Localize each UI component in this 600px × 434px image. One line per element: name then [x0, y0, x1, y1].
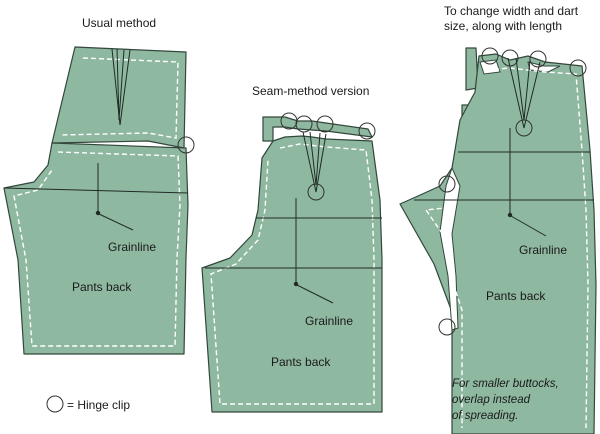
usual-method-title: Usual method	[82, 16, 156, 30]
legend-label: = Hinge clip	[67, 398, 130, 412]
seam-leg-piece	[201, 135, 383, 413]
usual-hinge-clip	[177, 136, 195, 154]
seam-hinge-clip-3	[316, 115, 334, 133]
note: For smaller buttocks, overlap instead of…	[452, 378, 559, 422]
usual-grainline-label: Grainline	[108, 240, 156, 254]
change-hinge-clip-7	[438, 318, 456, 336]
change-hinge-clip-2	[501, 49, 519, 67]
usual-dart	[111, 48, 131, 126]
usual-hip-line	[3, 187, 189, 194]
change-pants-back-label: Pants back	[486, 289, 546, 303]
note-line-1: For smaller buttocks,	[452, 378, 559, 390]
change-hinge-clip-4	[569, 59, 587, 77]
change-dart	[507, 57, 541, 129]
change-hinge-clip-1	[481, 47, 499, 65]
seam-dart	[302, 131, 327, 193]
change-hinge-clip-3	[529, 50, 547, 68]
change-title-line1: To change width and dart	[444, 4, 579, 18]
change-hinge-clip-6	[438, 175, 456, 193]
seam-grainline-label: Grainline	[305, 314, 353, 328]
usual-leg-piece	[3, 142, 189, 355]
change-upper-piece	[399, 53, 597, 434]
seam-waist-piece	[262, 116, 373, 142]
seam-method-title: Seam-method version	[252, 84, 369, 98]
legend: = Hinge clip	[46, 395, 130, 413]
usual-upper-piece	[51, 46, 187, 149]
seam-pants-back-label: Pants back	[271, 355, 331, 369]
seam-hinge-clip-5	[307, 183, 325, 201]
change-title-line2: size, along with length	[444, 19, 562, 33]
note-line-2: overlap instead	[452, 394, 531, 406]
usual-pants-back-label: Pants back	[72, 280, 132, 294]
seam-hinge-clip-4	[358, 122, 376, 140]
change-grainline-label: Grainline	[519, 243, 567, 257]
seam-method-panel: Seam-method version Grainline Pants back	[201, 84, 383, 413]
seam-hinge-clip-2	[295, 115, 313, 133]
change-hinge-clip-5	[515, 119, 533, 137]
usual-method-panel: Usual method Grainline Pants back	[3, 16, 195, 355]
legend-hinge-clip-icon	[46, 395, 64, 413]
note-line-3: of spreading.	[452, 410, 519, 422]
change-width-panel: To change width and dart size, along wit…	[399, 4, 597, 434]
